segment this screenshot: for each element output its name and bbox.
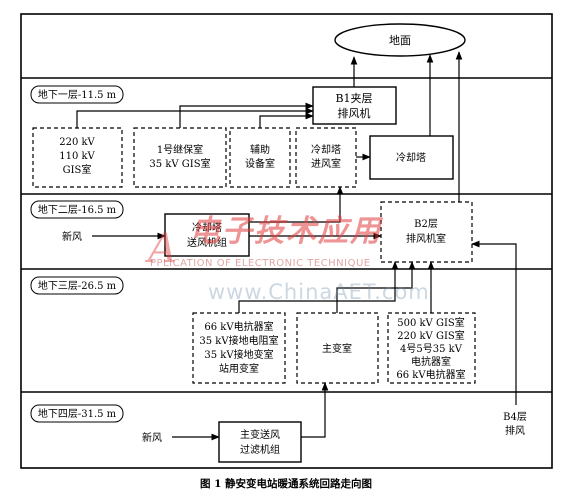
room-cooling-tower bbox=[369, 135, 454, 180]
level-label-b2: 地下二层-16.5 m bbox=[38, 203, 117, 216]
room-label: 66 kV电抗器室 bbox=[204, 320, 273, 333]
fresh-air-label-b2: 新风 bbox=[62, 230, 82, 243]
fresh-air-label-b4: 新风 bbox=[142, 431, 162, 444]
watermark-chinese: 电子技术应用 bbox=[190, 214, 382, 249]
room-label: B2层 bbox=[414, 218, 438, 230]
room-label: 66 kV电抗器室 bbox=[396, 368, 465, 381]
room-relay-gis35 bbox=[133, 127, 227, 188]
room-label: 排风机 bbox=[338, 106, 371, 120]
room-aux-equipment bbox=[229, 127, 291, 188]
b4-exhaust-label: B4层 bbox=[503, 411, 527, 423]
room-label: 4号5号35 kV bbox=[400, 343, 463, 355]
room-gis-500-220 bbox=[387, 312, 476, 384]
room-cooling-tower-supply-unit bbox=[164, 213, 250, 257]
room-label: 35 kV GIS室 bbox=[149, 157, 210, 170]
room-label: 进风室 bbox=[311, 157, 341, 170]
room-cooling-tower-intake bbox=[295, 127, 357, 188]
watermark-english: PPLICATION OF ELECTRONIC TECHNIQUE bbox=[150, 258, 371, 269]
room-label: GIS室 bbox=[63, 163, 92, 176]
room-label: 35 kV接地电阻室 bbox=[199, 334, 278, 347]
level-tag-b3 bbox=[30, 276, 124, 295]
room-label: 排风机室 bbox=[406, 232, 446, 245]
airflow-arrow bbox=[238, 261, 399, 313]
level-tag-b1 bbox=[30, 85, 124, 104]
level-label-b4: 地下四层-31.5 m bbox=[38, 407, 117, 420]
room-label: 1号继保室 bbox=[157, 143, 203, 156]
airflow-arrow bbox=[76, 107, 314, 128]
ground-label: 地面 bbox=[389, 34, 411, 47]
room-gis-220-110 bbox=[32, 127, 123, 188]
room-b2-exhaust-room bbox=[380, 201, 473, 263]
room-label: 110 kV bbox=[59, 151, 95, 162]
room-label: 35 kV接地变室 bbox=[204, 348, 273, 361]
room-label: 主变室 bbox=[322, 342, 352, 355]
airflow-arrow bbox=[336, 261, 416, 313]
room-label: 送风机组 bbox=[187, 236, 227, 249]
room-main-transformer bbox=[296, 312, 379, 384]
watermark-logo: A bbox=[148, 226, 177, 272]
room-label: 辅助 bbox=[250, 143, 270, 156]
room-b1-mezzanine-exhaust bbox=[312, 86, 397, 125]
room-label: 电抗器室 bbox=[411, 355, 451, 368]
room-label: 冷却塔 bbox=[311, 143, 341, 156]
watermark-website: www.ChinaAET.com bbox=[208, 280, 430, 304]
diagram-frame bbox=[20, 13, 553, 469]
level-label-b1: 地下一层-11.5 m bbox=[38, 88, 117, 101]
level-label-b3: 地下三层-26.5 m bbox=[38, 279, 117, 292]
airflow-arrow bbox=[471, 240, 517, 405]
room-label: 过滤机组 bbox=[240, 443, 280, 456]
room-label: 站用变室 bbox=[219, 362, 259, 375]
room-label: 500 kV GIS室 bbox=[397, 316, 465, 329]
room-label: 冷却塔 bbox=[396, 151, 426, 164]
level-tag-b4 bbox=[30, 404, 124, 423]
level-tag-b2 bbox=[30, 200, 124, 219]
room-label: B1夹层 bbox=[335, 92, 372, 105]
ground-ellipse bbox=[334, 23, 466, 57]
room-label: 主变送风 bbox=[240, 428, 280, 441]
airflow-arrow bbox=[259, 112, 314, 128]
figure-caption: 图 1 静安变电站暖通系统回路走向图 bbox=[200, 477, 372, 490]
airflow-arrow bbox=[301, 382, 329, 438]
room-label: 设备室 bbox=[245, 157, 275, 170]
room-label: 220 kV bbox=[59, 137, 95, 148]
room-main-transformer-filter-unit bbox=[218, 421, 302, 463]
airflow-arrow bbox=[249, 186, 344, 223]
airflow-arrow bbox=[179, 102, 314, 128]
room-label: 220 kV GIS室 bbox=[397, 329, 465, 342]
room-label: 冷却塔 bbox=[192, 221, 222, 234]
b4-exhaust-label: 排风 bbox=[505, 424, 525, 437]
